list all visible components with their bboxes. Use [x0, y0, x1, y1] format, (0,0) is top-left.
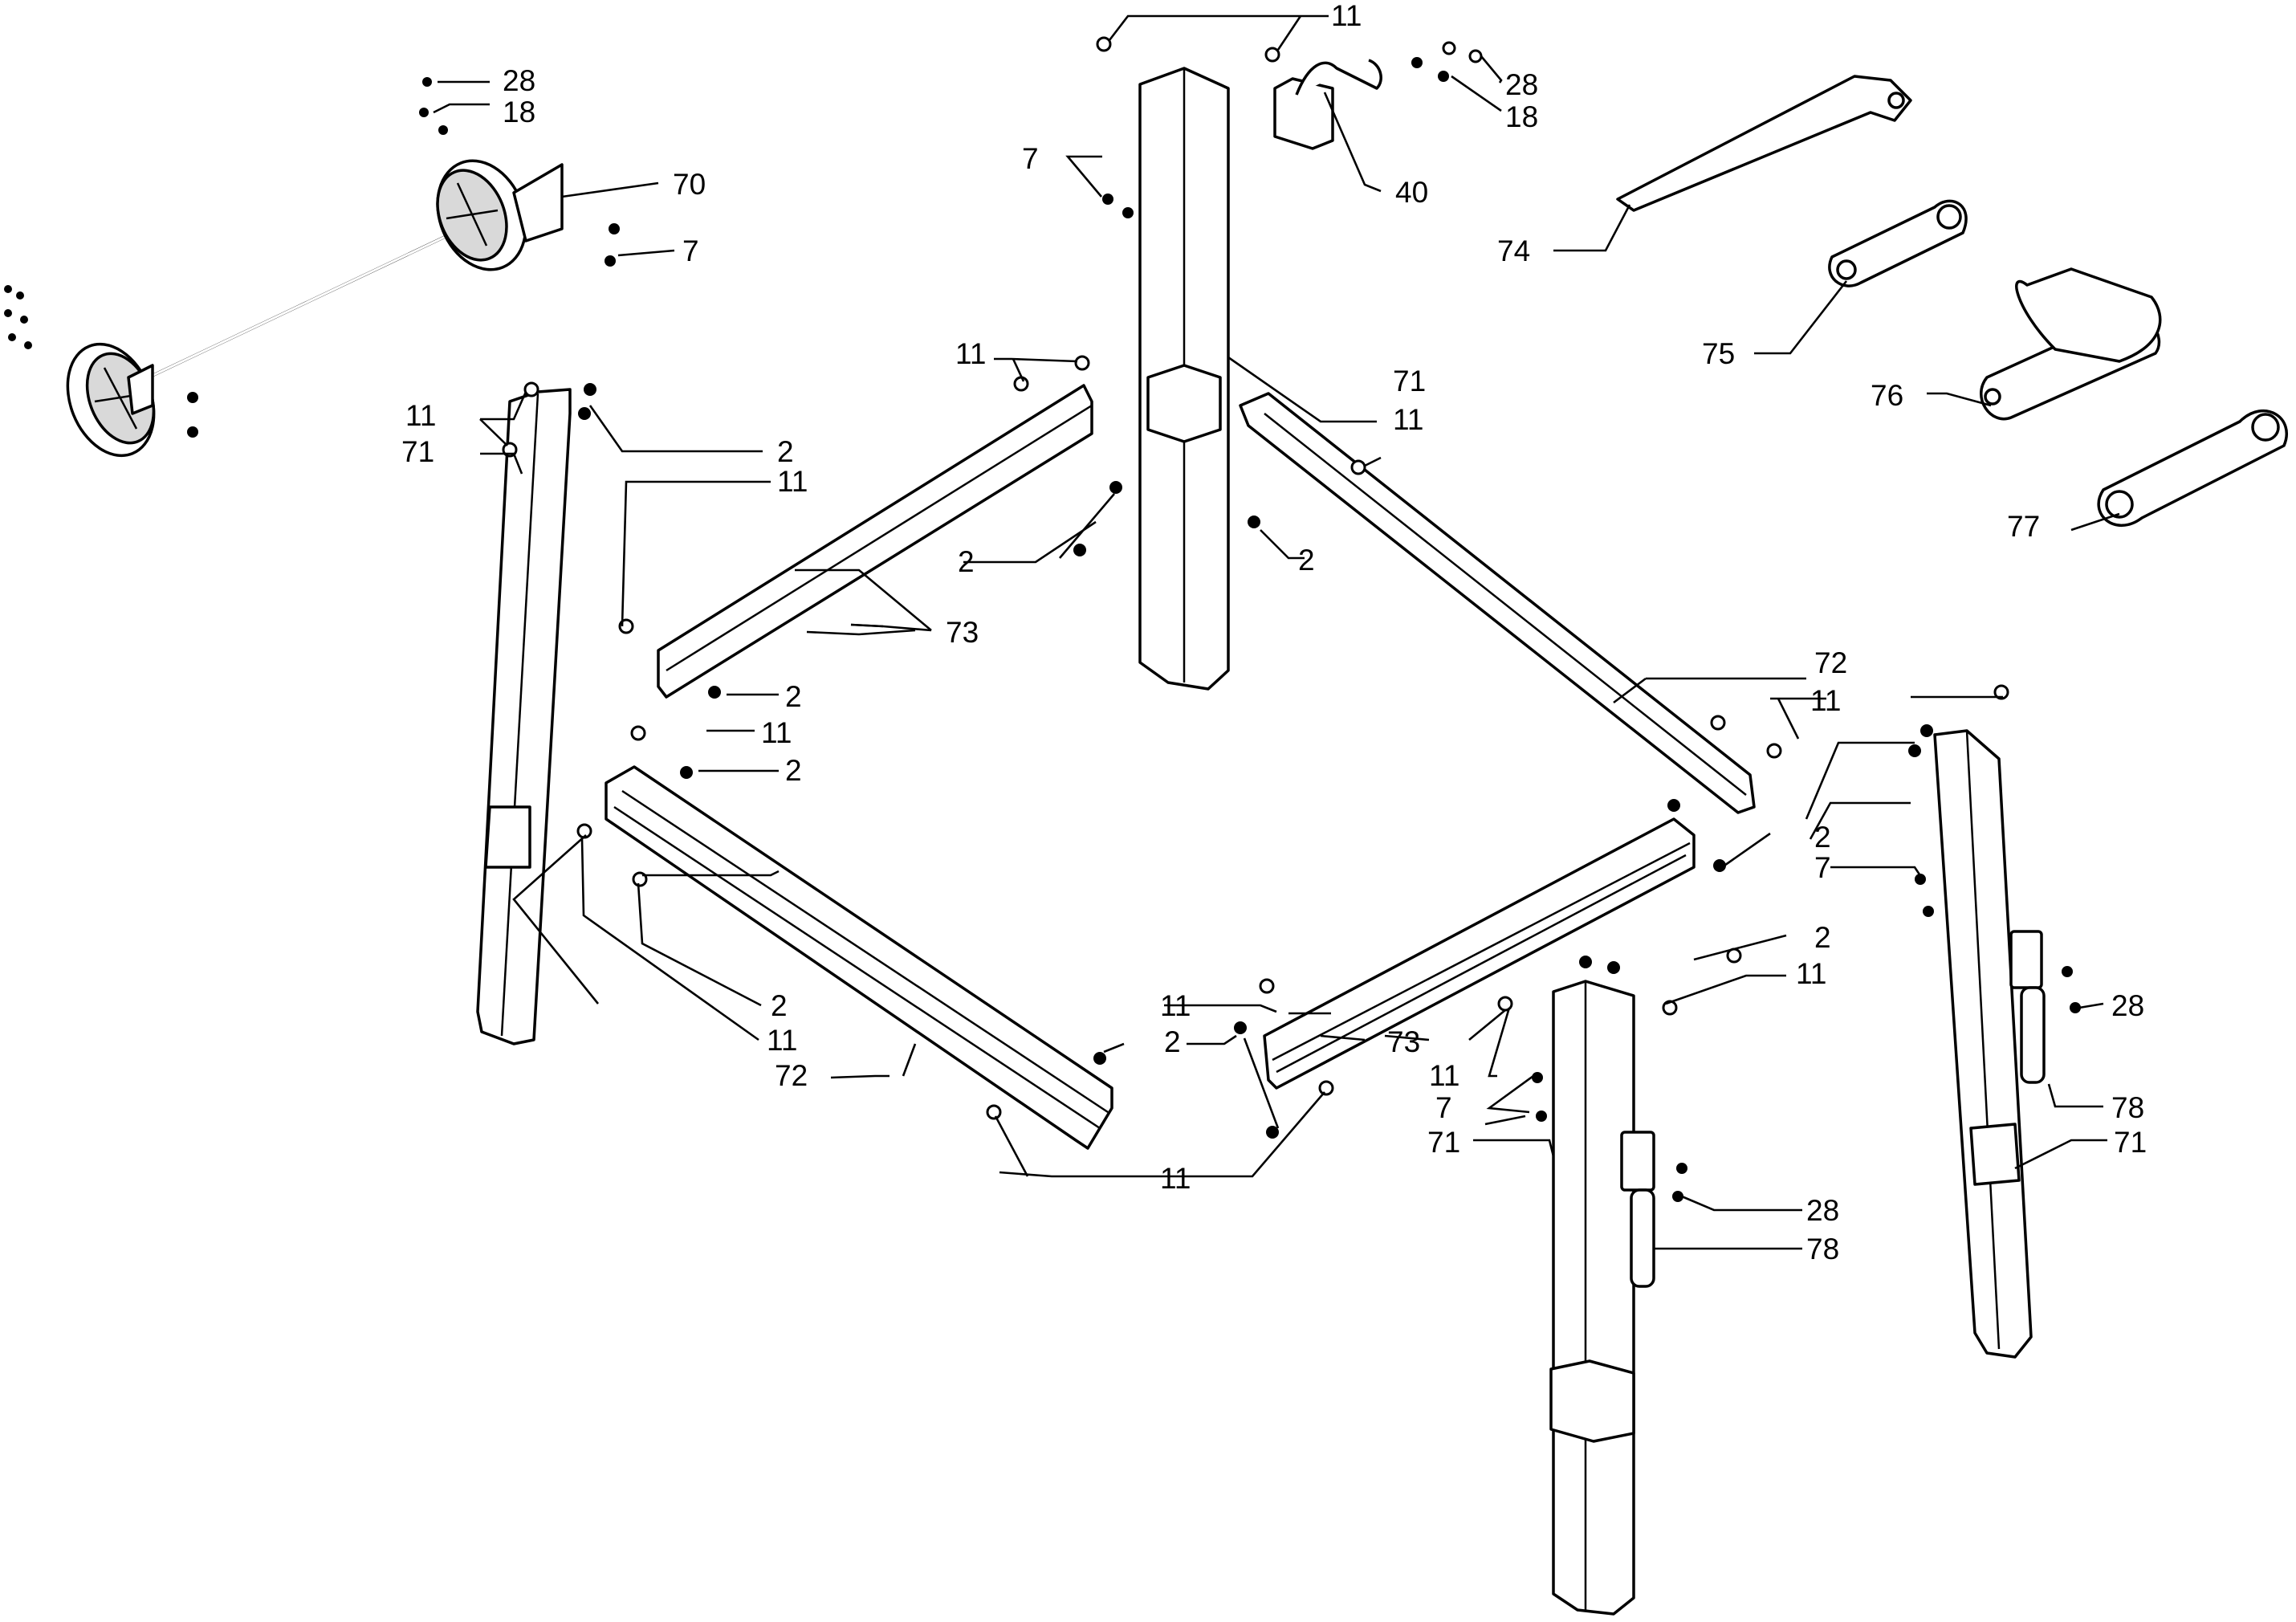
- label-11: 11: [761, 716, 792, 749]
- label-2: 2: [1298, 544, 1315, 577]
- part-40-holder: [1273, 59, 1382, 150]
- part-75-wrench: [1828, 199, 1968, 287]
- label-2: 2: [958, 545, 975, 578]
- label-11: 11: [1393, 403, 1423, 436]
- label-11: 11: [767, 1024, 797, 1057]
- label-75: 75: [1702, 337, 1735, 370]
- label-28: 28: [1505, 68, 1538, 101]
- label-11: 11: [1796, 957, 1826, 990]
- label-73: 73: [1387, 1025, 1420, 1058]
- label-7: 7: [682, 234, 699, 267]
- label-2: 2: [1814, 821, 1831, 854]
- label-28: 28: [503, 64, 535, 97]
- label-74: 74: [1497, 234, 1530, 267]
- part-labels: 11 28 18 28 18 70 40 7 7 74 75 76 77 11 …: [401, 0, 2147, 1265]
- label-70: 70: [673, 168, 706, 201]
- label-11: 11: [1160, 989, 1191, 1022]
- label-18: 18: [1505, 100, 1538, 133]
- label-2: 2: [1814, 921, 1831, 954]
- rail-73-lower: [1263, 817, 1696, 1090]
- label-73: 73: [946, 616, 979, 649]
- label-78: 78: [2111, 1091, 2144, 1124]
- label-11: 11: [777, 465, 808, 498]
- label-71: 71: [2114, 1126, 2147, 1159]
- label-2: 2: [777, 435, 794, 468]
- rail-72-upper: [1239, 392, 1756, 814]
- label-2: 2: [771, 989, 788, 1022]
- part-76-push-handle: [1980, 267, 2162, 421]
- label-11: 11: [1810, 684, 1841, 717]
- label-72: 72: [1814, 646, 1847, 679]
- label-11: 11: [405, 399, 436, 432]
- label-71: 71: [401, 435, 434, 468]
- label-2: 2: [1164, 1025, 1181, 1058]
- rail-72-lower: [605, 765, 1113, 1150]
- rail-73-upper: [657, 384, 1093, 699]
- label-76: 76: [1871, 379, 1903, 412]
- label-7: 7: [1022, 142, 1039, 175]
- label-28: 28: [2111, 989, 2144, 1022]
- label-78: 78: [1806, 1233, 1839, 1265]
- hardware: [419, 36, 2081, 1202]
- label-7: 7: [1814, 851, 1831, 884]
- label-72: 72: [775, 1059, 808, 1092]
- label-11: 11: [1429, 1059, 1459, 1092]
- leg-front: [1549, 980, 1655, 1616]
- label-2: 2: [785, 680, 802, 713]
- label-11: 11: [1160, 1162, 1191, 1195]
- part-77-wrench: [2097, 409, 2288, 528]
- label-11: 11: [1331, 0, 1362, 32]
- label-18: 18: [503, 96, 535, 128]
- part-74-bar: [1616, 75, 1912, 212]
- leg-right: [1933, 729, 2046, 1359]
- label-71: 71: [1427, 1126, 1460, 1159]
- leg-back: [1138, 67, 1230, 691]
- label-2: 2: [785, 754, 802, 787]
- leg-left: [476, 388, 572, 1045]
- label-28: 28: [1806, 1194, 1839, 1227]
- leader-lines: [433, 14, 2120, 1250]
- label-77: 77: [2007, 510, 2040, 543]
- label-7: 7: [1435, 1091, 1452, 1124]
- label-71: 71: [1393, 365, 1426, 397]
- label-40: 40: [1395, 176, 1428, 209]
- label-11: 11: [955, 337, 986, 370]
- wheel-axle-assembly: [4, 159, 564, 458]
